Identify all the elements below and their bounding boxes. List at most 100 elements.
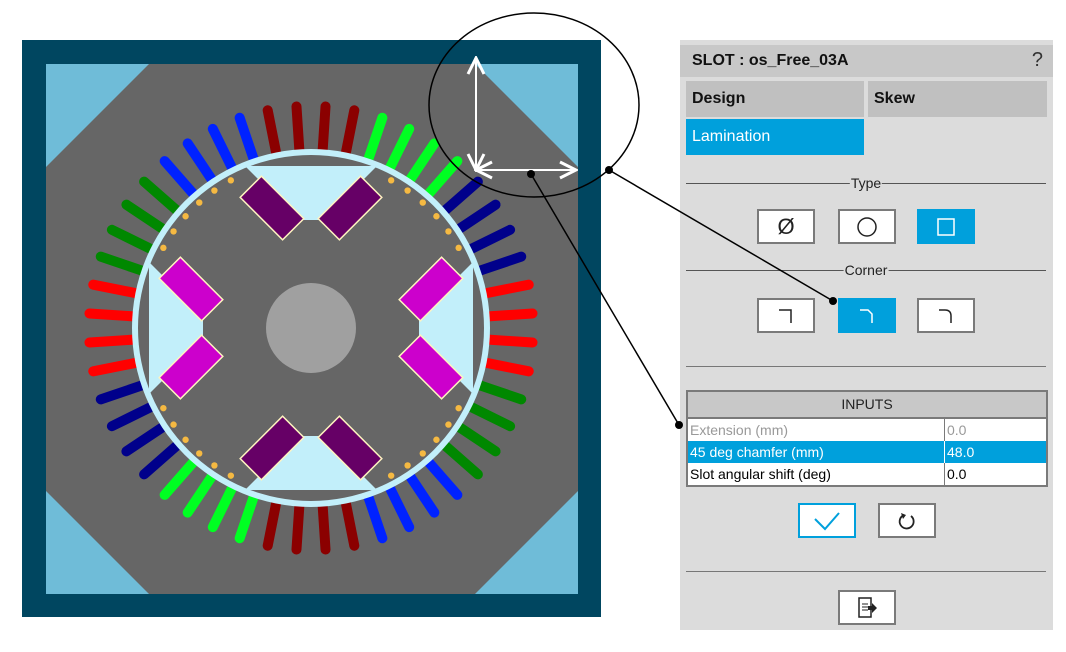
airgap-pocket [419,262,473,394]
stator-slot [121,420,170,457]
input-row-angular-shift[interactable]: Slot angular shift (deg)0.0 [688,463,1046,485]
rotor-hole [419,450,426,457]
stator-slot [452,420,501,457]
stator-slot [88,279,144,299]
rotor-hole [455,244,462,252]
stator-slot [403,469,440,518]
rotor-hole [404,187,411,194]
rotor-hole [404,462,411,469]
tab-design[interactable]: Design [686,81,864,117]
corner-section: Corner [686,262,1046,278]
export-document-icon [858,596,877,618]
stator-slot [234,489,260,544]
stator-slot [106,224,159,256]
type-none-button[interactable]: Ø [757,209,815,244]
rotor-hole [455,404,462,412]
stator-slot [139,176,184,217]
stator-slot [463,224,516,256]
stator-slot [291,101,305,158]
corner-round-button[interactable] [917,298,975,333]
checkmark-icon [814,511,840,530]
undo-icon [898,512,915,529]
rotor-hole [433,213,440,220]
input-row-chamfer[interactable]: 45 deg chamfer (mm)48.0 [688,441,1046,463]
empty-set-icon: Ø [777,213,795,239]
sharp-corner-icon [779,308,792,323]
pole-magnets [158,256,224,400]
rotor-holes [160,177,462,479]
stator-slot [463,400,516,432]
tab-lamination[interactable]: Lamination [686,119,864,155]
rotor-pockets [149,166,473,490]
inputs-table: INPUTS Extension (mm)0.0 45 deg chamfer … [686,390,1048,487]
stator-slot [472,251,527,277]
airgap-pocket [149,262,203,394]
input-label: Extension (mm) [688,419,945,441]
stator-slot [383,480,415,533]
stator-slot [472,379,527,405]
apply-button[interactable] [798,503,856,538]
stator-slot [84,308,141,322]
panel-header: SLOT : os_Free_03A ? [680,45,1053,77]
stator-slot [182,138,219,187]
stator-slot [481,308,538,322]
stator-slot [291,498,305,555]
rotor-hole [196,450,203,457]
stator-slot [207,123,239,176]
rotor-hole [170,228,177,235]
rotor-hole [433,436,440,443]
input-value[interactable]: 0.0 [947,466,967,482]
help-button[interactable]: ? [1031,49,1043,71]
divider [686,571,1046,572]
stator-slot [262,105,282,161]
pole-magnets [398,256,464,400]
pole-magnets [239,415,383,481]
rotor-hole [445,228,452,235]
airgap-pocket [245,436,377,490]
stator-slot [362,489,388,544]
reset-button[interactable] [878,503,936,538]
rotor-magnets [158,175,464,481]
stator-slot [317,101,331,158]
magnet [158,334,224,400]
stator-slot [139,439,184,480]
magnet [239,415,305,481]
input-row-extension[interactable]: Extension (mm)0.0 [688,419,1046,441]
input-value[interactable]: 48.0 [947,444,975,460]
rotor-hole [196,199,203,206]
rotor-hole [387,472,395,479]
circle-icon [857,216,877,237]
type-circle-button[interactable] [838,209,896,244]
stator-slot [207,480,239,533]
magnet [317,415,383,481]
stator-slot [121,199,170,236]
rotor-hole [419,199,426,206]
stator-slot [481,334,538,348]
stator-slot [234,112,260,167]
corner-sharp-button[interactable] [757,298,815,333]
stator-slot [95,379,150,405]
rotor-hole [211,187,218,194]
stator-slot [383,123,415,176]
stator-slot [95,251,150,277]
type-square-button[interactable] [917,209,975,244]
magnet [158,256,224,322]
rotor-hole [387,177,395,184]
stator-slot [422,455,463,500]
shaft [266,283,356,373]
corner-chamfer-button[interactable] [838,298,896,333]
motor-cross-section [22,40,601,617]
inputs-header: INPUTS [688,392,1046,419]
stator-slot [340,105,360,161]
input-value[interactable]: 0.0 [947,422,967,438]
pole-magnets [239,175,383,241]
stator-slot [362,112,388,167]
stator-slot [84,334,141,348]
pole-pocket [149,262,203,394]
input-label: Slot angular shift (deg) [688,463,945,485]
stator-slots [84,101,538,555]
rotor-hole [211,462,218,469]
export-button[interactable] [838,590,896,625]
chamfer-corner-icon [860,308,873,323]
tab-skew[interactable]: Skew [868,81,1047,117]
